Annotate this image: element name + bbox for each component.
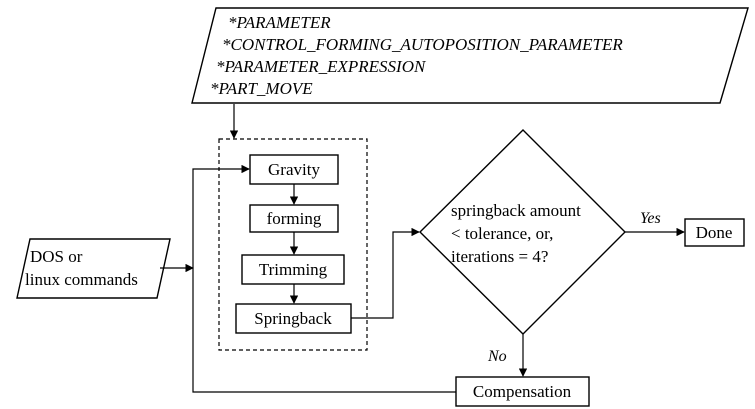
input-parallelogram [16,238,171,299]
parameter-block: *PARAMETER *CONTROL_FORMING_AUTOPOSITION… [191,7,749,104]
parameter-parallelogram [191,7,749,104]
compensation-step: Compensation [455,376,590,407]
decision-block: springback amount < tolerance, or, itera… [419,129,626,335]
forming-box [249,204,339,233]
process-group-border [218,138,368,351]
parameter-line-2: *CONTROL_FORMING_AUTOPOSITION_PARAMETER [222,35,623,54]
input-block: DOS or linux commands [16,238,171,299]
done-step: Done [684,218,745,247]
forming-step: forming [249,204,339,233]
parameter-line-3: *PARAMETER_EXPRESSION [216,57,427,76]
trimming-label: Trimming [259,260,328,279]
decision-line-3: iterations = 4? [451,247,548,266]
decision-line-2: < tolerance, or, [451,224,553,243]
input-line-1: DOS or [30,247,83,266]
gravity-step: Gravity [249,154,339,185]
parameter-line-4: *PART_MOVE [210,79,313,98]
springback-step: Springback [235,303,352,334]
gravity-label: Gravity [268,160,320,179]
decision-line-1: springback amount [451,201,581,220]
trimming-box [241,254,345,285]
trimming-step: Trimming [241,254,345,285]
compensation-label: Compensation [473,382,572,401]
arrow-springback-to-decision [351,227,420,319]
input-line-2: linux commands [25,270,138,289]
done-box [684,218,745,247]
no-label: No [487,348,507,365]
forming-label: forming [267,209,322,228]
arrow-compensation-loop-to-gravity [192,164,456,393]
yes-label: Yes [640,210,661,227]
gravity-box [249,154,339,185]
springback-label: Springback [254,309,332,328]
done-label: Done [696,223,733,242]
compensation-box [455,376,590,407]
parameter-line-1: *PARAMETER [228,13,331,32]
